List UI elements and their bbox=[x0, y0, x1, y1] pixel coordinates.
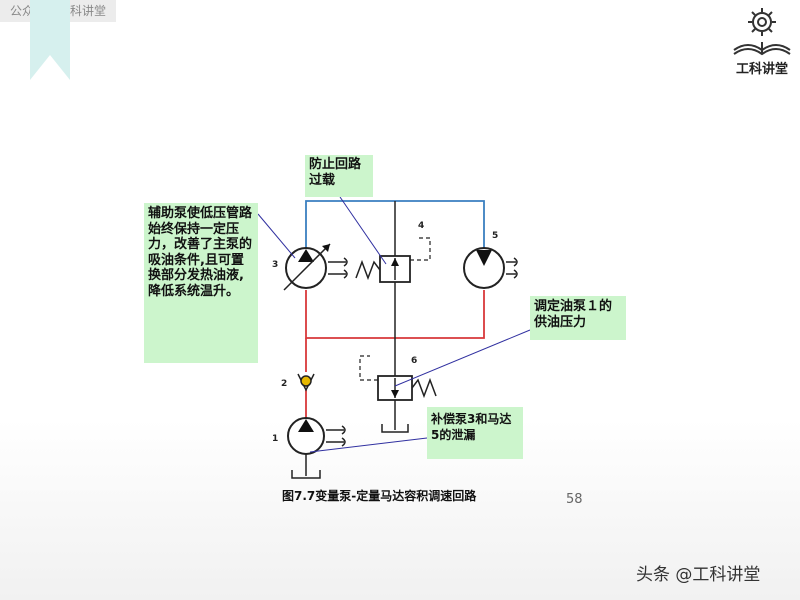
variable-pump-3 bbox=[283, 243, 348, 291]
label-3: 3 bbox=[272, 260, 278, 270]
callout-compensate-leak: 补偿泵3和马达5的泄漏 bbox=[427, 407, 523, 459]
gear-book-icon bbox=[733, 8, 791, 56]
pressure-valve-6 bbox=[359, 355, 437, 401]
callout-set-pressure: 调定油泵１的供油压力 bbox=[530, 296, 626, 340]
auxiliary-pump-1 bbox=[287, 417, 346, 455]
label-4: 4 bbox=[418, 221, 424, 231]
logo-text: 工科讲堂 bbox=[735, 62, 788, 77]
callout-auxiliary-pump: 辅助泵使低压管路始终保持一定压力，改善了主泵的吸油条件,且可置换部分发热油液,降… bbox=[144, 203, 258, 363]
label-5: 5 bbox=[492, 231, 498, 241]
check-valve-2 bbox=[297, 373, 315, 392]
callout-prevent-overload: 防止回路过载 bbox=[305, 155, 373, 197]
brand-logo: 工科讲堂 bbox=[728, 4, 796, 77]
leader-lines bbox=[257, 196, 531, 453]
tank-1 bbox=[291, 470, 321, 479]
label-1: 1 bbox=[272, 434, 278, 444]
tank-6 bbox=[381, 424, 409, 433]
label-2: 2 bbox=[281, 379, 287, 389]
bookmark-ribbon bbox=[30, 0, 70, 80]
label-6: 6 bbox=[411, 356, 417, 366]
fixed-motor-5 bbox=[463, 247, 518, 289]
figure-caption: 图7.7变量泵-定量马达容积调速回路 bbox=[282, 489, 477, 503]
watermark: 头条 @工科讲堂 bbox=[636, 565, 761, 585]
relief-valve-4 bbox=[355, 237, 431, 283]
page-number: 58 bbox=[566, 492, 583, 507]
